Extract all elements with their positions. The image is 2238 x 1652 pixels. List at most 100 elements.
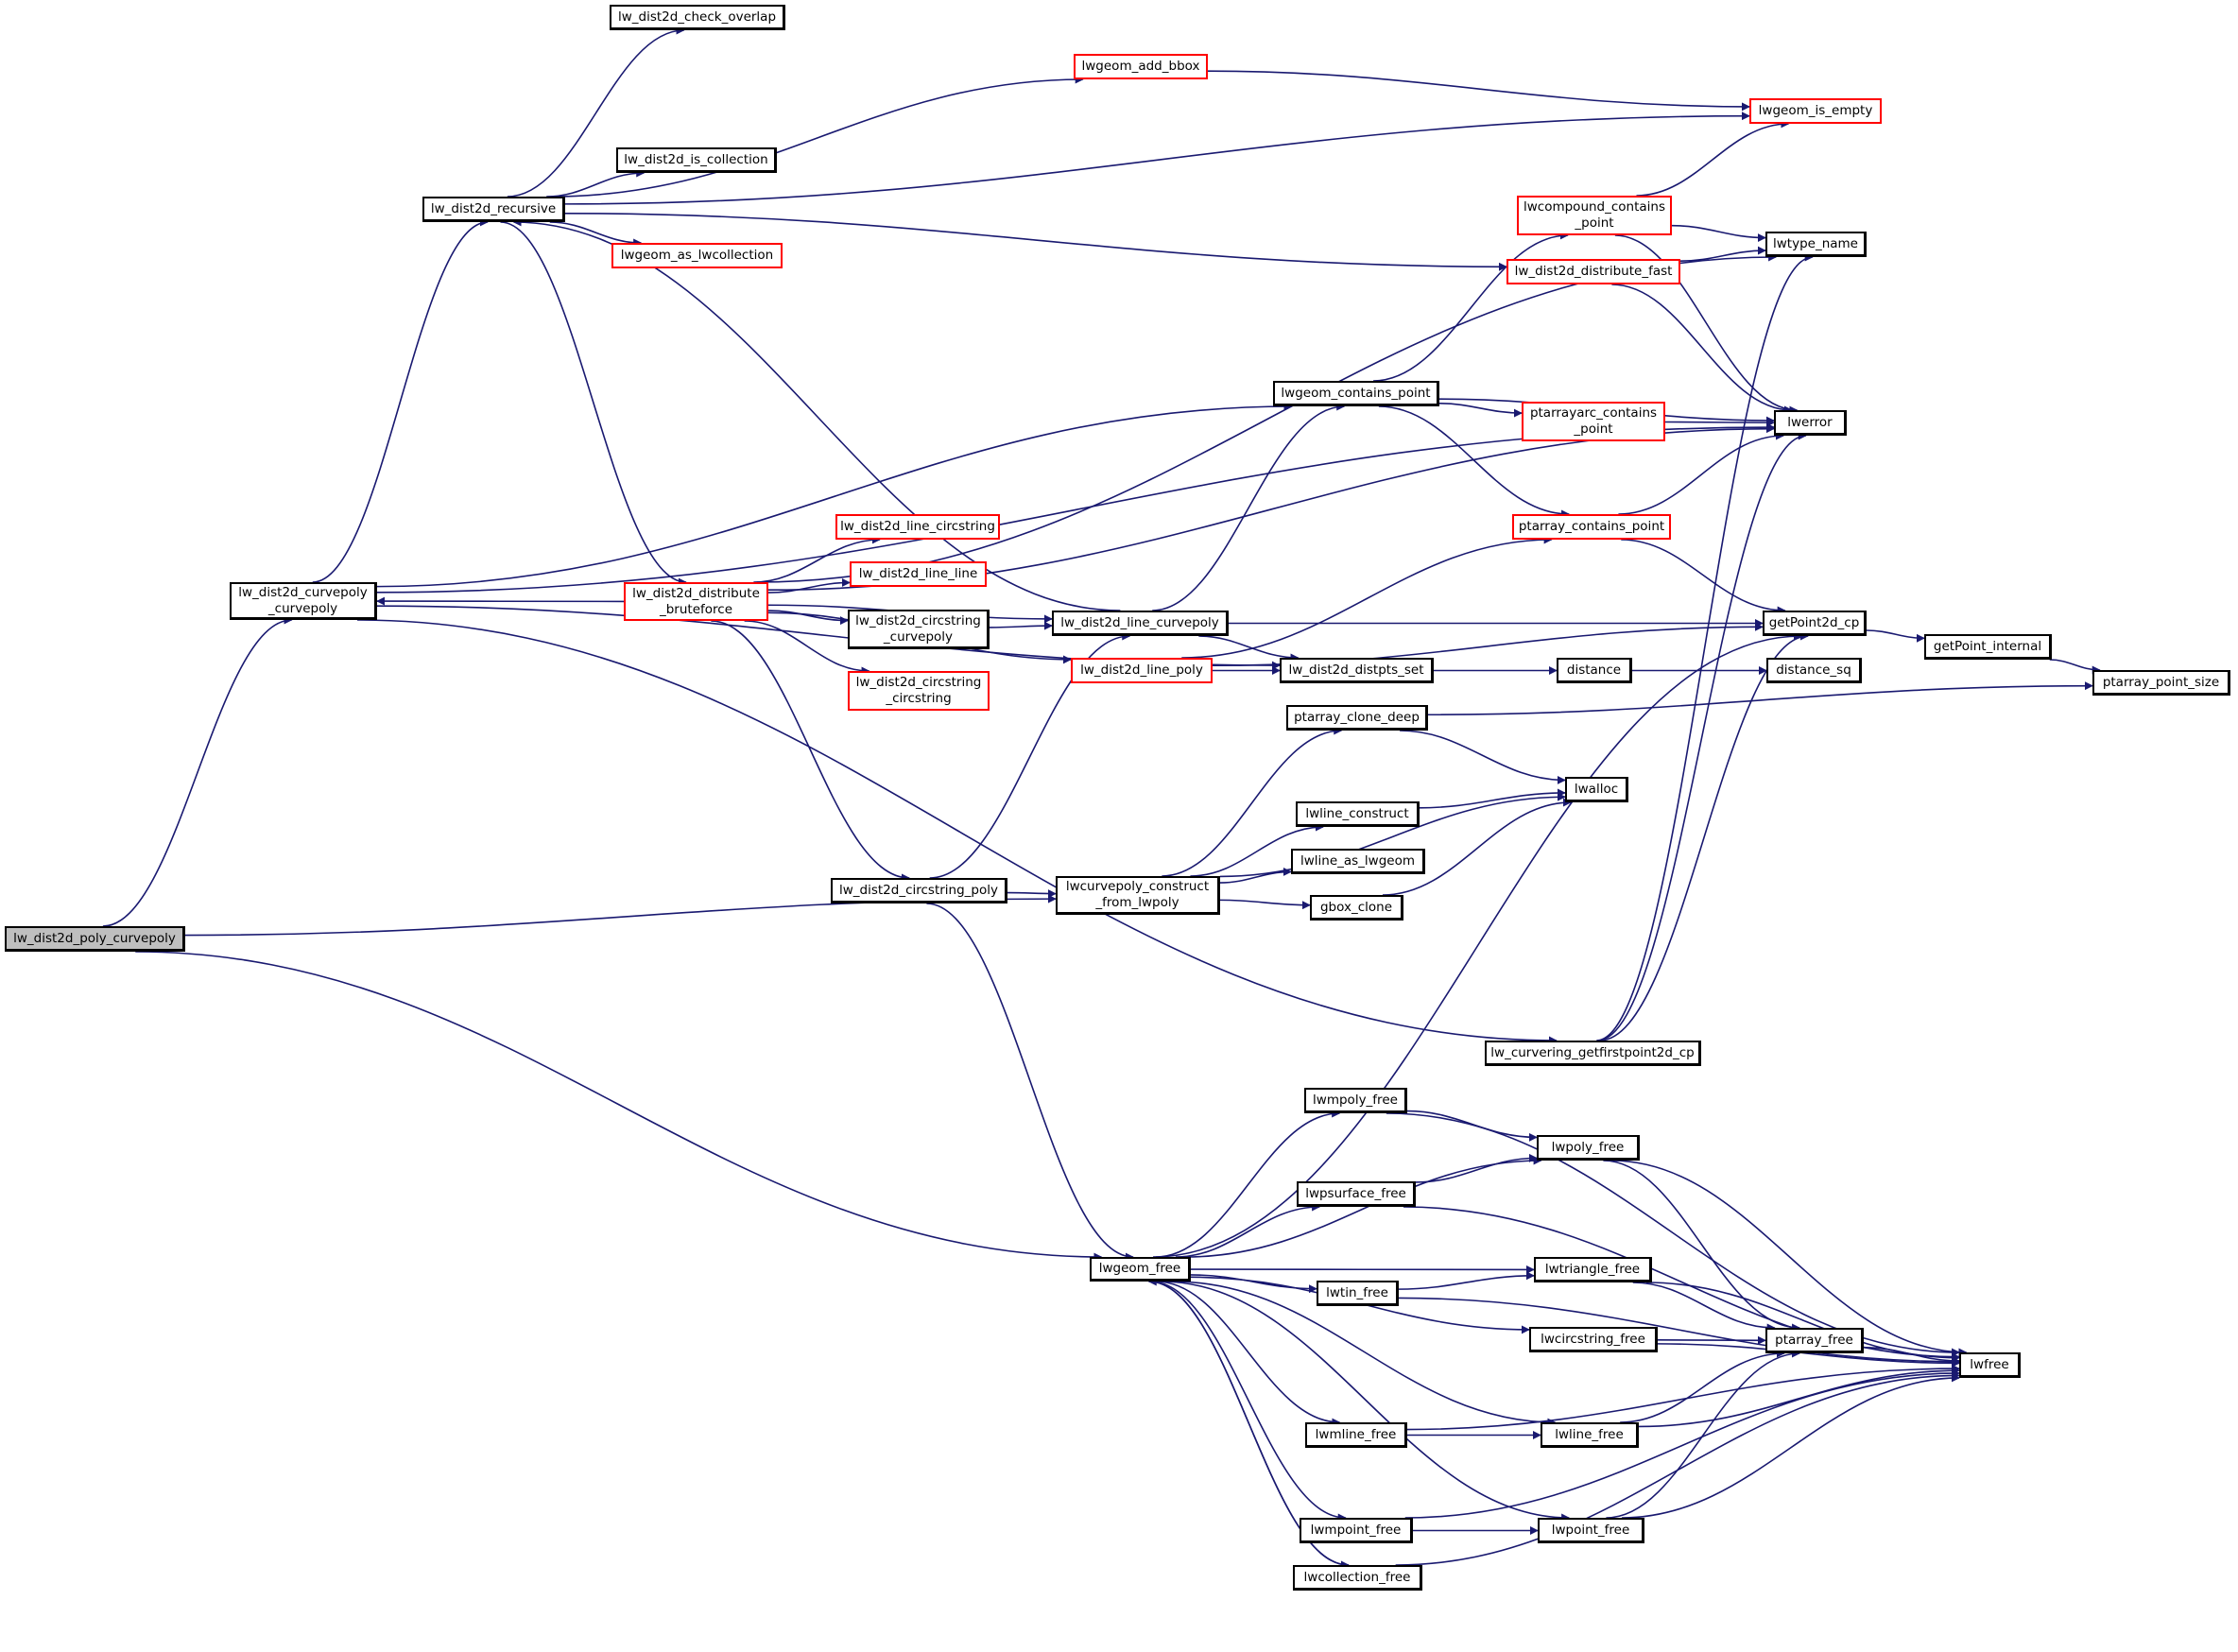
node-lwgeom-contains-point[interactable]: lwgeom_contains_point	[1273, 381, 1439, 406]
node-lwmline-free[interactable]: lwmline_free	[1305, 1422, 1407, 1448]
edge-getfirstpoint-to-getpoint2d_cp	[1599, 631, 1809, 1041]
edge-recursive-to-distribute_fast	[564, 212, 1507, 271]
edge-bruteforce-to-circstring_poly	[711, 620, 910, 883]
edge-curvepoly_construct-to-ptarray_clone_deep	[1162, 726, 1343, 877]
edge-recursive-to-add_bbox	[551, 75, 1084, 198]
edge-getfirstpoint-to-lwtype_name	[1596, 252, 1814, 1041]
node-getpoint-internal[interactable]: getPoint_internal	[1924, 634, 2052, 660]
node-lwcompound-contains-point[interactable]: lwcompound_contains _point	[1517, 196, 1672, 235]
edge-lwpoint_free-to-ptarray_free	[1606, 1349, 1801, 1519]
edge-distribute_fast-to-lwtype_name	[1679, 246, 1766, 262]
node-lwpoly-free[interactable]: lwpoly_free	[1537, 1135, 1640, 1161]
edge-recursive-to-bruteforce	[500, 221, 687, 587]
node-lw-dist2d-curvepoly-curvepoly[interactable]: lw_dist2d_curvepoly _curvepoly	[230, 582, 377, 620]
edge-lwcircstring_free-to-lwfree	[1657, 1343, 1960, 1368]
node-lw-dist2d-recursive[interactable]: lw_dist2d_recursive	[422, 197, 565, 222]
edge-getfirstpoint-to-lwerror	[1597, 431, 1807, 1041]
node-lwcollection-free[interactable]: lwcollection_free	[1293, 1565, 1422, 1591]
edge-recursive-to-check_overlap	[507, 26, 685, 198]
edge-recursive-to-is_collection	[546, 168, 646, 198]
node-ptarray-clone-deep[interactable]: ptarray_clone_deep	[1286, 705, 1428, 731]
edge-circstring_poly-to-line_curvepoly	[929, 631, 1131, 879]
node-lw-dist2d-distribute-fast[interactable]: lw_dist2d_distribute_fast	[1506, 259, 1680, 284]
edge-contains_point-to-ptarray_contains	[1378, 405, 1571, 519]
node-lw-dist2d-is-collection[interactable]: lw_dist2d_is_collection	[616, 147, 777, 173]
edge-compound_contains-to-is_empty	[1636, 119, 1790, 197]
edge-line_curvepoly-to-recursive	[512, 217, 1121, 611]
node-lwline-construct[interactable]: lwline_construct	[1296, 801, 1420, 827]
edge-bruteforce-to-line_line	[767, 577, 851, 594]
node-lwline-free[interactable]: lwline_free	[1541, 1422, 1639, 1448]
node-lw-curvering-getfirstpoint2d-cp[interactable]: lw_curvering_getfirstpoint2d_cp	[1485, 1041, 1701, 1066]
node-lwtin-free[interactable]: lwtin_free	[1317, 1281, 1399, 1306]
edge-curvepoly_curvepoly-to-recursive	[312, 217, 489, 583]
edge-ptarray_free-to-lwfree	[1863, 1346, 1960, 1366]
node-lwtype-name[interactable]: lwtype_name	[1765, 232, 1867, 257]
node-lwpoint-free[interactable]: lwpoint_free	[1538, 1518, 1644, 1543]
node-lw-dist2d-circstring-poly[interactable]: lw_dist2d_circstring_poly	[831, 878, 1007, 903]
node-lw-dist2d-line-circstring[interactable]: lw_dist2d_line_circstring	[835, 514, 1000, 540]
node-gbox-clone[interactable]: gbox_clone	[1310, 895, 1403, 921]
node-lw-dist2d-line-line[interactable]: lw_dist2d_line_line	[850, 561, 987, 587]
node-lw-dist2d-distribute-bruteforce[interactable]: lw_dist2d_distribute _bruteforce	[624, 582, 768, 621]
edge-recursive-to-is_empty	[564, 112, 1750, 205]
node-lwcurvepoly-construct-from-lwpoly[interactable]: lwcurvepoly_construct _from_lwpoly	[1056, 876, 1220, 915]
edge-lwgeom_free-to-getpoint2d_cp	[1153, 631, 1802, 1258]
node-ptarray-free[interactable]: ptarray_free	[1765, 1328, 1864, 1353]
node-lwmpoly-free[interactable]: lwmpoly_free	[1304, 1088, 1407, 1113]
edge-ptarray_contains-to-getpoint2d_cp	[1621, 539, 1786, 615]
edge-bruteforce-to-circstring_circstring	[744, 620, 870, 676]
node-lw-dist2d-circstring-circstring[interactable]: lw_dist2d_circstring _circstring	[848, 671, 990, 711]
edge-distribute_fast-to-lwerror	[1611, 284, 1794, 415]
node-lw-dist2d-line-poly[interactable]: lw_dist2d_line_poly	[1071, 658, 1213, 683]
node-lwtriangle-free[interactable]: lwtriangle_free	[1534, 1257, 1652, 1282]
edge-lwgeom_free-to-lwtin_free	[1190, 1274, 1317, 1294]
node-lwgeom-add-bbox[interactable]: lwgeom_add_bbox	[1074, 54, 1208, 79]
edge-lwgeom_free-to-lwline_free	[1173, 1281, 1557, 1427]
edge-curvepoly_curvepoly-to-getfirstpoint	[357, 619, 1558, 1045]
node-lw-dist2d-distpts-set[interactable]: lw_dist2d_distpts_set	[1280, 658, 1434, 683]
edge-lwgeom_free-to-lwpsurface_free	[1175, 1202, 1321, 1258]
edge-curvepoly_construct-to-lwalloc	[1219, 792, 1566, 878]
edge-line_curvepoly-to-contains_point	[1152, 402, 1346, 611]
edge-lwline_construct-to-lwalloc	[1419, 788, 1566, 809]
edge-compound_contains-to-lwtype_name	[1671, 224, 1766, 243]
node-distance[interactable]: distance	[1557, 658, 1632, 683]
edge-curvepoly_curvepoly-to-contains_point	[376, 402, 1293, 588]
edge-poly_curvepoly-to-curvepoly_curvepoly	[102, 615, 293, 927]
edge-curvepoly_construct-to-lwline_as_lwgeom	[1219, 867, 1292, 884]
edge-recursive-to-as_lwcollection	[549, 221, 643, 248]
node-lw-dist2d-line-curvepoly[interactable]: lw_dist2d_line_curvepoly	[1052, 611, 1229, 636]
node-lwcircstring-free[interactable]: lwcircstring_free	[1529, 1327, 1658, 1352]
edge-curvepoly_construct-to-lwline_construct	[1190, 822, 1324, 877]
node-lw-dist2d-poly-curvepoly[interactable]: lw_dist2d_poly_curvepoly	[5, 926, 185, 952]
edge-getpoint_internal-to-ptarray_point_size	[2049, 659, 2101, 675]
edge-lwtin_free-to-lwtriangle_free	[1398, 1271, 1535, 1290]
edge-curvepoly_curvepoly-to-lwerror	[376, 422, 1775, 594]
node-lw-dist2d-check-overlap[interactable]: lw_dist2d_check_overlap	[610, 5, 785, 30]
edge-circstring_poly-to-lwgeom_free	[926, 903, 1134, 1262]
node-distance-sq[interactable]: distance_sq	[1766, 658, 1862, 683]
edge-bruteforce-to-line_circstring	[753, 535, 881, 583]
node-getpoint2d-cp[interactable]: getPoint2d_cp	[1763, 611, 1867, 636]
node-lwgeom-is-empty[interactable]: lwgeom_is_empty	[1749, 98, 1882, 124]
node-ptarrayarc-contains-point[interactable]: ptarrayarc_contains _point	[1522, 402, 1665, 441]
node-lwfree[interactable]: lwfree	[1959, 1352, 2021, 1378]
edge-lwpoly_free-to-lwfree	[1611, 1160, 1968, 1357]
node-lw-dist2d-circstring-curvepoly[interactable]: lw_dist2d_circstring _curvepoly	[848, 610, 990, 649]
edge-ptarray_contains-to-lwerror	[1618, 431, 1784, 515]
node-lwerror[interactable]: lwerror	[1774, 410, 1847, 436]
edge-lwpoint_free-to-lwfree	[1622, 1373, 1960, 1519]
edge-poly_curvepoly-to-lwgeom_free	[135, 951, 1103, 1262]
node-lwgeom-free[interactable]: lwgeom_free	[1090, 1257, 1191, 1282]
node-lwmpoint-free[interactable]: lwmpoint_free	[1300, 1518, 1413, 1543]
node-lwalloc[interactable]: lwalloc	[1565, 777, 1628, 802]
node-ptarray-point-size[interactable]: ptarray_point_size	[2092, 670, 2230, 696]
node-lwgeom-as-lwcollection[interactable]: lwgeom_as_lwcollection	[611, 243, 783, 268]
edge-lwgeom_free-to-lwmpoint_free	[1150, 1281, 1347, 1523]
node-lwline-as-lwgeom[interactable]: lwline_as_lwgeom	[1291, 849, 1425, 874]
edge-curvepoly_construct-to-gbox_clone	[1219, 899, 1311, 910]
edge-gbox_clone-to-lwalloc	[1382, 798, 1572, 896]
node-ptarray-contains-point[interactable]: ptarray_contains_point	[1512, 514, 1671, 540]
node-lwpsurface-free[interactable]: lwpsurface_free	[1297, 1181, 1416, 1207]
